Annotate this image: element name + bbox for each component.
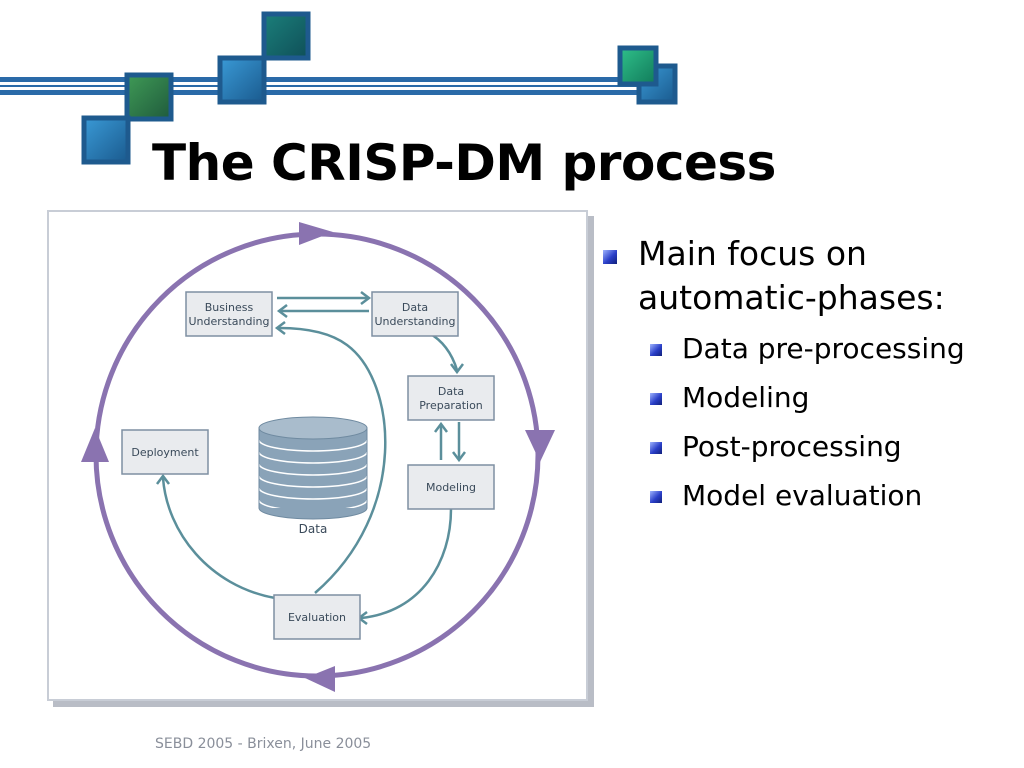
phase-business-understanding-line1: Business — [205, 301, 254, 314]
crisp-dm-diagram-svg: Business Understanding Data Understandin… — [81, 222, 555, 692]
arrow-mod-to-eval — [360, 508, 453, 620]
bullet-square-icon — [650, 442, 662, 454]
bullet-square-icon — [603, 250, 617, 264]
phase-evaluation: Evaluation — [273, 594, 361, 640]
phase-data-preparation-line1: Data — [438, 385, 464, 398]
crisp-dm-diagram: Business Understanding Data Understandin… — [47, 210, 588, 701]
bullet-square-icon — [650, 393, 662, 405]
phase-modeling-label: Modeling — [426, 481, 476, 494]
sub-bullet: Modeling — [600, 373, 1015, 422]
outer-arrowhead-right — [525, 430, 555, 462]
sub-bullet: Model evaluation — [600, 471, 1015, 520]
bullet-square-icon — [650, 344, 662, 356]
sub-bullet-text: Modeling — [682, 381, 810, 414]
sub-bullet-text: Post-processing — [682, 430, 902, 463]
header-squares — [81, 11, 678, 165]
arrow-eval-to-bu — [278, 326, 387, 594]
phase-evaluation-label: Evaluation — [288, 611, 346, 624]
phase-deployment-label: Deployment — [131, 446, 199, 459]
slide-title: The CRISP-DM process — [152, 134, 776, 192]
data-cylinder-icon — [258, 416, 368, 520]
phase-business-understanding-line2: Understanding — [188, 315, 269, 328]
outer-arrowhead-top — [299, 222, 333, 245]
header-lines — [0, 77, 660, 95]
phase-data-understanding-line2: Understanding — [374, 315, 455, 328]
sub-bullet: Data pre-processing — [600, 324, 1015, 373]
slide-footer: SEBD 2005 - Brixen, June 2005 — [155, 736, 372, 752]
header-decoration — [0, 11, 678, 165]
bullet-main-text: Main focus on automatic-phases: — [638, 234, 945, 317]
phase-data-preparation-line2: Preparation — [419, 399, 483, 412]
bullet-main: Main focus on automatic-phases: — [600, 232, 1015, 320]
outer-arrowhead-bottom — [305, 666, 335, 692]
outer-arrowhead-left — [81, 428, 109, 462]
phase-data-preparation: Data Preparation — [407, 375, 495, 421]
sub-bullet-text: Model evaluation — [682, 479, 923, 512]
phase-data-understanding: Data Understanding — [371, 291, 459, 337]
inner-arrows — [156, 291, 466, 625]
bullet-list: Main focus on automatic-phases: Data pre… — [600, 232, 1015, 520]
arrow-eval-to-deploy — [161, 477, 276, 600]
phase-business-understanding: Business Understanding — [185, 291, 273, 337]
data-store-label: Data — [299, 522, 328, 536]
phase-deployment: Deployment — [121, 429, 209, 475]
sub-bullet: Post-processing — [600, 422, 1015, 471]
sub-bullet-text: Data pre-processing — [682, 332, 965, 365]
phase-modeling: Modeling — [407, 464, 495, 510]
phase-data-understanding-line1: Data — [402, 301, 428, 314]
bullet-square-icon — [650, 491, 662, 503]
